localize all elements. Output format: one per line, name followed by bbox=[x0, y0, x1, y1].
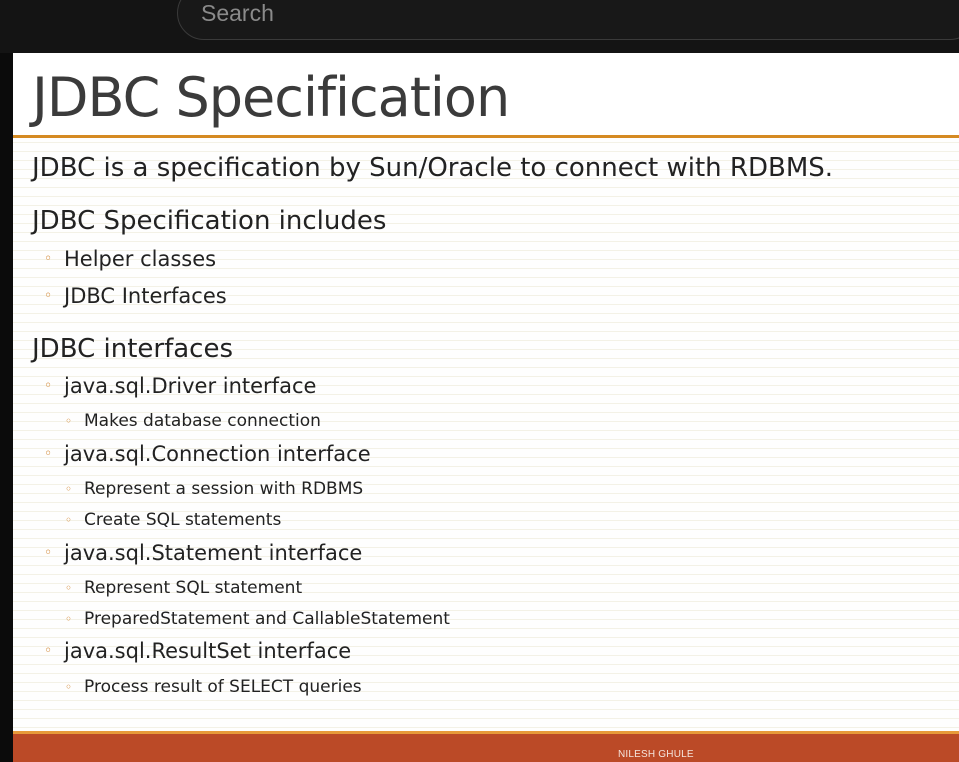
bullet-item: java.sql.ResultSet interface bbox=[64, 639, 352, 663]
body-line: JDBC interfaces bbox=[32, 334, 233, 364]
presentation-slide: JDBC Specification JDBC is a specificati… bbox=[13, 53, 959, 762]
bullet-item: Helper classes bbox=[64, 247, 217, 271]
body-line: JDBC is a specification by Sun/Oracle to… bbox=[32, 153, 834, 183]
bullet-icon: ◦ bbox=[65, 482, 73, 496]
bullet-icon: ◦ bbox=[44, 288, 53, 304]
sub-bullet-item: Represent a session with RDBMS bbox=[84, 479, 364, 499]
slide-footer: NILESH GHULE bbox=[13, 734, 959, 762]
bullet-icon: ◦ bbox=[65, 581, 73, 595]
footer-author: NILESH GHULE bbox=[618, 749, 694, 760]
sub-bullet-item: Create SQL statements bbox=[84, 510, 282, 530]
sub-bullet-item: Process result of SELECT queries bbox=[84, 677, 362, 697]
slide-title-area: JDBC Specification bbox=[13, 53, 959, 135]
sub-bullet-item: Makes database connection bbox=[84, 411, 321, 431]
bullet-icon: ◦ bbox=[65, 513, 73, 527]
bullet-item: JDBC Interfaces bbox=[64, 284, 227, 308]
body-line: JDBC Specification includes bbox=[32, 206, 387, 236]
bullet-icon: ◦ bbox=[44, 251, 53, 267]
left-edge-strip bbox=[0, 53, 13, 762]
search-placeholder: Search bbox=[201, 0, 274, 26]
bullet-icon: ◦ bbox=[44, 446, 53, 462]
bullet-icon: ◦ bbox=[65, 680, 73, 694]
slide-title: JDBC Specification bbox=[32, 66, 510, 129]
bullet-item: java.sql.Driver interface bbox=[64, 374, 317, 398]
footer-divider bbox=[13, 731, 959, 734]
bullet-item: java.sql.Statement interface bbox=[64, 541, 363, 565]
bullet-icon: ◦ bbox=[44, 378, 53, 394]
browser-top-bar: Search bbox=[0, 0, 959, 53]
title-divider bbox=[13, 135, 959, 138]
sub-bullet-item: PreparedStatement and CallableStatement bbox=[84, 609, 450, 629]
bullet-item: java.sql.Connection interface bbox=[64, 442, 371, 466]
bullet-icon: ◦ bbox=[65, 414, 73, 428]
sub-bullet-item: Represent SQL statement bbox=[84, 578, 303, 598]
bullet-icon: ◦ bbox=[44, 545, 53, 561]
bullet-icon: ◦ bbox=[65, 612, 73, 626]
bullet-icon: ◦ bbox=[44, 643, 53, 659]
search-input[interactable] bbox=[177, 0, 959, 40]
